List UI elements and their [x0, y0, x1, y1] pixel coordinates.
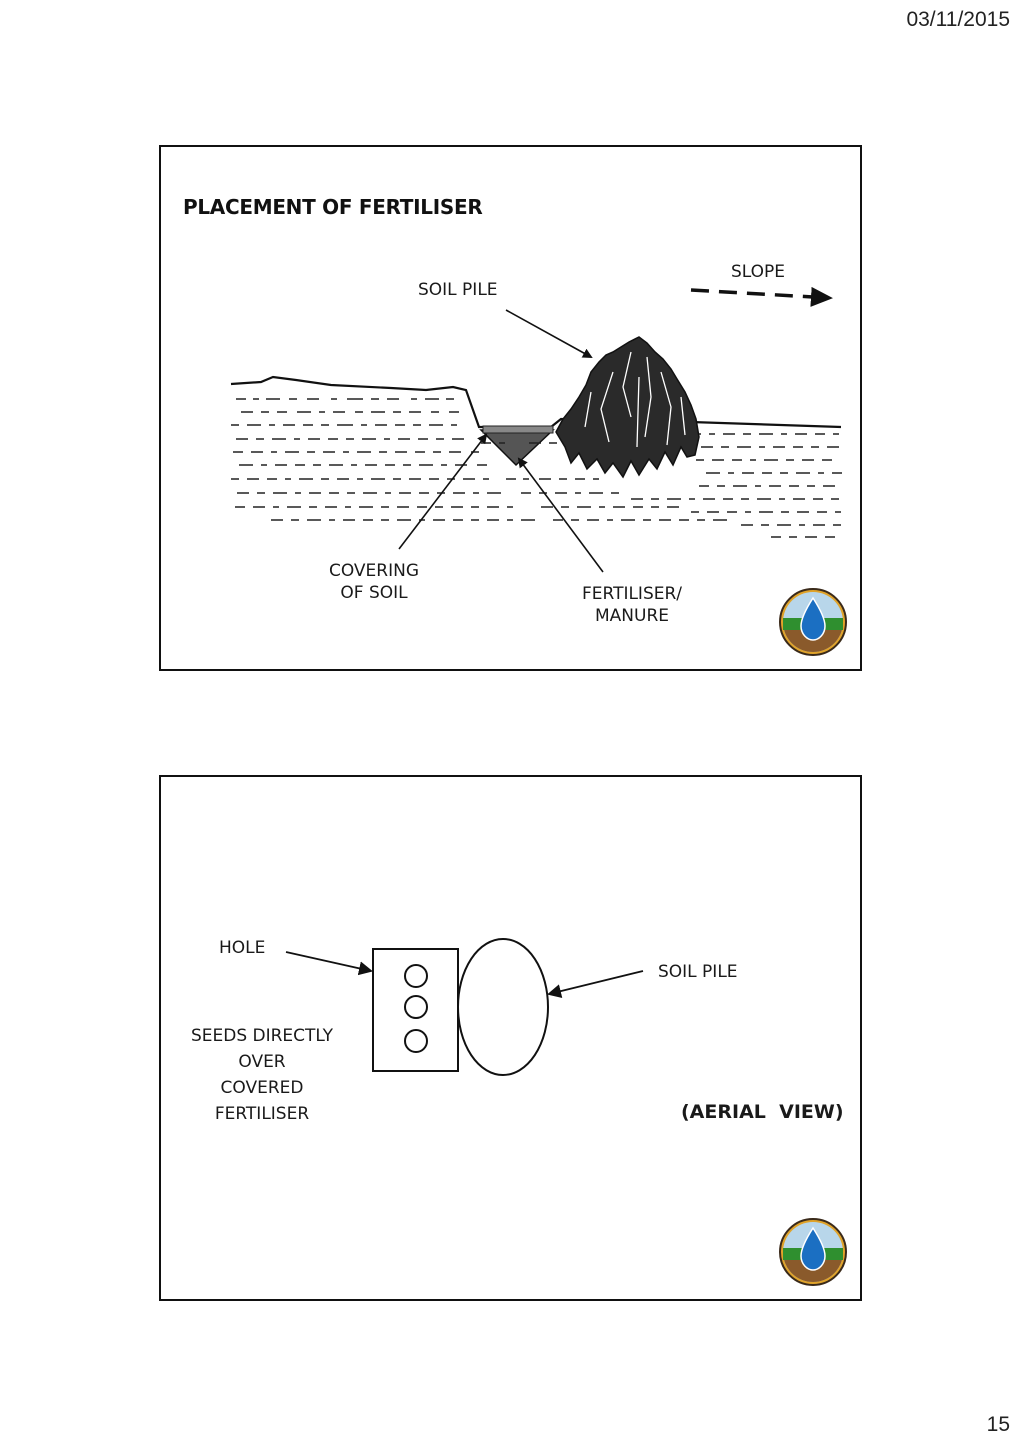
soil-texture	[231, 398, 842, 538]
soil-surface-line	[230, 375, 842, 429]
seeds-directly-label: SEEDS DIRECTLY OVER COVERED FERTILISER	[177, 1023, 347, 1127]
seed-circle-3	[404, 1029, 428, 1053]
slide-aerial-view: HOLE SOIL PILE SEEDS DIRECTLY OVER COVER…	[159, 775, 862, 1301]
seeds-label-line-3: COVERED	[220, 1078, 304, 1098]
page-number: 15	[986, 1413, 1010, 1436]
covering-arrow	[398, 433, 488, 550]
slide-placement-of-fertiliser: PLACEMENT OF FERTILISER SLOPE SOIL PILE …	[159, 145, 862, 671]
fertiliser-arrow	[517, 457, 604, 573]
header-date: 03/11/2015	[906, 8, 1010, 31]
fertiliser-label-line-1: FERTILISER/	[581, 584, 683, 604]
seeds-label-line-1: SEEDS DIRECTLY	[190, 1026, 334, 1046]
soil-pile-highlights	[584, 351, 686, 448]
soil-pile-shape	[555, 336, 700, 479]
hole-fertiliser	[479, 429, 555, 467]
soil-pile-label-aerial: SOIL PILE	[658, 962, 738, 982]
logo-icon	[779, 1218, 847, 1286]
slope-label: SLOPE	[731, 262, 786, 282]
seed-circle-2	[404, 995, 428, 1019]
hole-label: HOLE	[219, 938, 266, 958]
slope-arrow	[690, 286, 833, 307]
soil-pile-label: SOIL PILE	[418, 280, 498, 300]
covering-label-line-2: OF SOIL	[340, 583, 408, 603]
seeds-label-line-2: OVER	[238, 1052, 286, 1072]
soil-pile-arrow-aerial	[547, 970, 644, 998]
covering-of-soil-label: COVERING OF SOIL	[324, 560, 424, 604]
fertiliser-label-line-2: MANURE	[594, 606, 669, 626]
soil-pile-ellipse	[457, 938, 549, 1076]
seed-circle-1	[404, 964, 428, 988]
slide-title: PLACEMENT OF FERTILISER	[183, 195, 483, 219]
soil-cross-section-diagram	[230, 286, 847, 656]
fertiliser-manure-label: FERTILISER/ MANURE	[577, 583, 687, 627]
logo-icon	[779, 588, 847, 656]
aerial-view-label: (AERIAL VIEW)	[681, 1101, 844, 1123]
covering-label-line-1: COVERING	[328, 561, 420, 581]
seeds-label-line-4: FERTILISER	[214, 1104, 310, 1124]
aerial-view-diagram	[285, 938, 847, 1286]
hole-arrow	[285, 951, 373, 976]
covering-of-soil	[482, 425, 554, 434]
soil-pile-arrow	[505, 309, 593, 358]
